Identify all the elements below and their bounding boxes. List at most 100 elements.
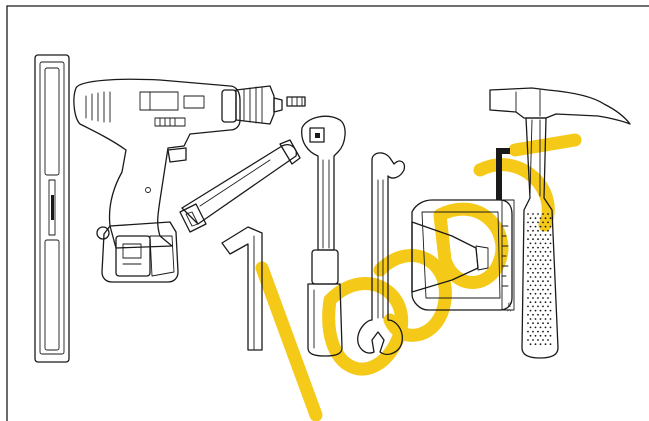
- grip-dot: [532, 330, 534, 333]
- grip-dot: [539, 326, 542, 329]
- grip-dot: [534, 250, 537, 253]
- grip-dot: [539, 234, 542, 236]
- grip-dot: [544, 334, 547, 337]
- grip-dot: [532, 221, 534, 224]
- grip-dot: [534, 301, 537, 304]
- grip-dot: [527, 238, 529, 241]
- grip-dot: [537, 322, 539, 325]
- grip-dot: [537, 305, 539, 308]
- grip-dot: [529, 250, 532, 253]
- hammer-grip-texture: [527, 213, 552, 346]
- grip-dot: [527, 313, 529, 316]
- grip-dot: [537, 229, 539, 232]
- grip-dot: [544, 276, 547, 278]
- grip-dot: [529, 318, 532, 320]
- grip-dot: [542, 280, 544, 283]
- grip-dot: [549, 276, 552, 278]
- grip-dot: [532, 297, 534, 299]
- grip-dot: [537, 280, 539, 283]
- grip-dot: [534, 234, 537, 236]
- grip-dot: [549, 334, 552, 337]
- tape-measure: 3 m: [411, 148, 515, 312]
- grip-dot: [542, 263, 544, 266]
- watermark-stroke: [255, 133, 582, 421]
- grip-dot: [532, 255, 534, 257]
- grip-dot: [529, 301, 532, 304]
- grip-dot: [539, 276, 542, 278]
- grip-dot: [544, 250, 547, 253]
- grip-dot: [537, 255, 539, 257]
- grip-dot: [549, 217, 552, 220]
- grip-dot: [542, 339, 544, 341]
- grip-dot: [542, 213, 544, 215]
- grip-dot: [539, 301, 542, 304]
- grip-dot: [542, 313, 544, 316]
- grip-dot: [527, 288, 529, 291]
- grip-dot: [544, 318, 547, 320]
- grip-dot: [532, 305, 534, 308]
- grip-dot: [527, 330, 529, 333]
- grip-dot: [527, 246, 529, 249]
- grip-dot: [539, 318, 542, 320]
- grip-dot: [544, 284, 547, 287]
- grip-dot: [532, 280, 534, 283]
- grip-dot: [527, 339, 529, 341]
- figure-frame: [6, 5, 649, 421]
- grip-dot: [539, 292, 542, 295]
- open-end-spanner: [357, 152, 406, 356]
- grip-dot: [529, 284, 532, 287]
- grip-dot: [529, 276, 532, 278]
- grip-dot: [534, 242, 537, 245]
- grip-dot: [547, 313, 549, 316]
- grip-dot: [534, 217, 537, 220]
- claw-hammer: [489, 87, 631, 359]
- grip-dot: [537, 297, 539, 299]
- grip-dot: [547, 288, 549, 291]
- grip-dot: [532, 246, 534, 249]
- grip-dot: [527, 322, 529, 325]
- watermark: [255, 133, 582, 421]
- grip-dot: [549, 267, 552, 270]
- grip-dot: [542, 238, 544, 241]
- grip-dot: [527, 255, 529, 257]
- socket-extension: [179, 139, 301, 233]
- grip-dot: [547, 297, 549, 299]
- grip-dot: [547, 238, 549, 241]
- spirit-level: [34, 54, 70, 363]
- hex-key: [221, 226, 263, 351]
- grip-dot: [544, 259, 547, 262]
- grip-dot: [534, 225, 537, 228]
- grip-dot: [534, 284, 537, 287]
- grip-dot: [549, 309, 552, 312]
- grip-dot: [539, 225, 542, 228]
- grip-dot: [547, 305, 549, 308]
- grip-dot: [527, 305, 529, 308]
- grip-dot: [547, 213, 549, 215]
- grip-dot: [539, 334, 542, 337]
- grip-dot: [532, 238, 534, 241]
- grip-dot: [542, 330, 544, 333]
- grip-dot: [529, 242, 532, 245]
- grip-dot: [534, 318, 537, 320]
- grip-dot: [527, 297, 529, 299]
- grip-dot: [544, 326, 547, 329]
- grip-dot: [527, 229, 529, 232]
- grip-dot: [539, 284, 542, 287]
- grip-dot: [544, 301, 547, 304]
- grip-dot: [532, 313, 534, 316]
- grip-dot: [529, 334, 532, 337]
- grip-dot: [534, 267, 537, 270]
- grip-dot: [534, 326, 537, 329]
- grip-dot: [532, 288, 534, 291]
- grip-dot: [549, 343, 552, 346]
- grip-dot: [544, 309, 547, 312]
- grip-dot: [532, 263, 534, 266]
- grip-dot: [529, 225, 532, 228]
- grip-dot: [529, 217, 532, 220]
- grip-dot: [547, 229, 549, 232]
- grip-dot: [537, 213, 539, 215]
- grip-dot: [549, 259, 552, 262]
- cordless-drill: [73, 78, 283, 283]
- grip-dot: [542, 221, 544, 224]
